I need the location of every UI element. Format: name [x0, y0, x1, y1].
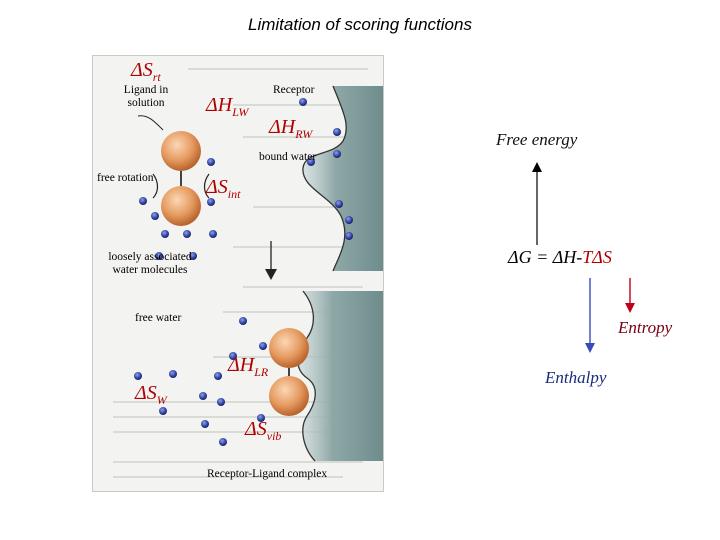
ligand-ball-bottom: [161, 186, 201, 226]
water-molecule: [139, 197, 147, 205]
ligand-in-solution-label: Ligand in solution: [123, 84, 169, 109]
gibbs-equation: ΔG = ΔH-TΔS: [508, 247, 612, 268]
process-arrowhead: [265, 269, 277, 280]
symbol-subscript: RW: [295, 127, 313, 141]
background-text-line: [113, 401, 363, 403]
binding-thermodynamics-figure: ΔSrt Ligand in solution Receptor ΔHLW ΔH…: [92, 55, 384, 492]
symbol-base: ΔS: [206, 176, 228, 198]
symbol-base: ΔS: [245, 418, 267, 440]
symbol-subscript: LR: [254, 365, 269, 379]
receptor-top-shape: [302, 86, 383, 271]
background-text-line: [223, 311, 363, 313]
symbol-subscript: LW: [232, 105, 249, 119]
water-molecule: [239, 317, 247, 325]
water-molecule: [229, 352, 237, 360]
water-molecule: [214, 372, 222, 380]
enthalpy-arrowhead: [585, 343, 595, 353]
equation-prefix: ΔG = ΔH-: [508, 247, 583, 267]
water-molecule: [159, 407, 167, 415]
water-molecule: [201, 420, 209, 428]
background-text-line: [113, 476, 343, 478]
water-molecule: [345, 216, 353, 224]
symbol-base: ΔS: [135, 382, 157, 404]
delta-s-vib-symbol: ΔSvib: [245, 418, 281, 444]
symbol-subscript: vib: [266, 429, 282, 443]
background-text-line: [188, 68, 368, 70]
enthalpy-label: Enthalpy: [545, 368, 607, 387]
background-text-line: [113, 431, 353, 433]
receptor-ligand-complex-label: Receptor-Ligand complex: [207, 468, 328, 480]
entropy-label: Entropy: [618, 318, 673, 337]
background-text-line: [243, 136, 363, 138]
background-text-line: [113, 416, 363, 418]
receptor-label: Receptor: [273, 84, 315, 96]
symbol-base: ΔS: [131, 59, 153, 81]
water-molecule: [217, 398, 225, 406]
delta-h-lw-symbol: ΔHLW: [206, 94, 248, 120]
water-molecule: [259, 342, 267, 350]
water-molecule: [189, 252, 197, 260]
water-molecule: [151, 212, 159, 220]
water-molecule: [219, 438, 227, 446]
free-energy-arrowhead: [532, 162, 542, 172]
background-text-line: [253, 206, 363, 208]
equation-entropy-term: TΔS: [582, 247, 612, 267]
complex-ligand-bottom: [269, 376, 309, 416]
ligand-ball-top: [161, 131, 201, 171]
receptor-bottom-shape: [297, 291, 383, 461]
water-molecule: [345, 232, 353, 240]
rotation-arrow-icon: [203, 173, 210, 199]
delta-s-w-symbol: ΔSW: [135, 382, 167, 408]
water-molecule: [161, 230, 169, 238]
complex-ligand-top: [269, 328, 309, 368]
delta-s-int-symbol: ΔSint: [206, 176, 240, 202]
water-molecule: [257, 414, 265, 422]
slide-title: Limitation of scoring functions: [248, 15, 472, 34]
water-molecule: [169, 370, 177, 378]
receptor-bottom-outline: [297, 290, 316, 462]
figure-graphics: [134, 85, 383, 462]
rotation-arrow-icon: [152, 173, 159, 199]
water-molecule: [333, 128, 341, 136]
receptor-top-outline: [302, 85, 347, 272]
symbol-base: ΔH: [228, 354, 255, 376]
water-molecule: [207, 198, 215, 206]
bound-water-label: bound water: [259, 151, 317, 163]
delta-h-rw-symbol: ΔHRW: [269, 116, 312, 142]
water-molecule: [134, 372, 142, 380]
ligand-pointer-arrow: [137, 115, 164, 131]
water-molecule: [209, 230, 217, 238]
water-molecule: [155, 252, 163, 260]
water-molecule: [299, 98, 307, 106]
water-molecule: [183, 230, 191, 238]
water-molecule: [335, 200, 343, 208]
symbol-base: ΔH: [269, 116, 296, 138]
water-molecule: [199, 392, 207, 400]
background-text-line: [233, 104, 363, 106]
free-energy-label: Free energy: [496, 130, 578, 149]
symbol-subscript: W: [156, 393, 167, 407]
water-molecule: [307, 158, 315, 166]
delta-h-lr-symbol: ΔHLR: [228, 354, 268, 380]
symbol-base: ΔH: [206, 94, 233, 116]
free-water-label: free water: [135, 312, 182, 324]
water-molecule: [207, 158, 215, 166]
background-text-line: [243, 286, 363, 288]
free-rotation-label: free rotation: [97, 172, 154, 184]
delta-s-rt-symbol: ΔSrt: [131, 59, 161, 85]
loosely-associated-water-label: loosely associated water molecules: [108, 251, 192, 276]
symbol-subscript: rt: [152, 70, 161, 84]
symbol-subscript: int: [227, 187, 241, 201]
entropy-arrowhead: [625, 303, 635, 313]
background-text-line: [233, 246, 363, 248]
background-text-line: [113, 461, 363, 463]
water-molecule: [333, 150, 341, 158]
